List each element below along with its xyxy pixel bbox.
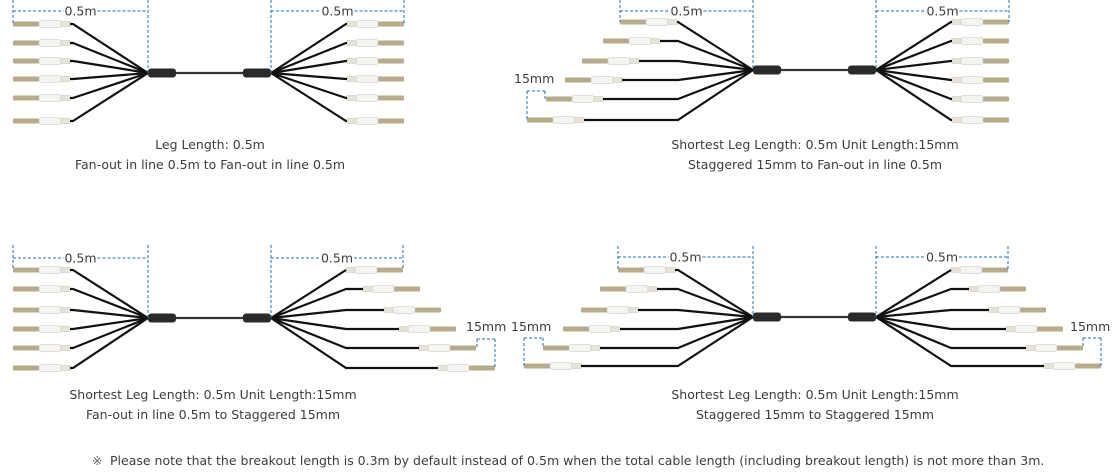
- dimension-0-5m: 0.5m: [617, 246, 754, 317]
- diagram-4-caption: Shortest Leg Length: 0.5m Unit Length:15…: [671, 385, 958, 425]
- lc-connector: [950, 266, 1008, 274]
- diagram-2-caption: Shortest Leg Length: 0.5m Unit Length:15…: [671, 135, 958, 175]
- lc-connector: [546, 95, 604, 103]
- lc-connector: [563, 325, 621, 333]
- diagram-2-caption-line2: Staggered 15mm to Fan-out in line 0.5m: [687, 157, 943, 172]
- lc-connector: [346, 57, 404, 65]
- dimension-15mm: 15mm: [511, 319, 551, 366]
- lc-connector: [543, 344, 601, 352]
- lc-connector: [951, 18, 1009, 26]
- lc-connector: [951, 37, 1009, 45]
- lc-connector: [951, 116, 1009, 124]
- breakout-boot-left: [148, 313, 176, 323]
- dimension-0-5m: 0.5m: [270, 0, 405, 73]
- lc-connector: [988, 306, 1046, 314]
- svg-text:0.5m: 0.5m: [321, 4, 353, 19]
- breakout-boot-left: [148, 68, 176, 78]
- svg-text:0.5m: 0.5m: [64, 4, 96, 19]
- svg-text:15mm: 15mm: [466, 319, 506, 334]
- lc-connector: [345, 266, 403, 274]
- lc-connector: [362, 285, 420, 293]
- lc-connector: [13, 285, 71, 293]
- lc-connector: [13, 266, 71, 274]
- lc-connector: [13, 117, 71, 125]
- diagram-1-caption: Leg Length: 0.5m Fan-out in line 0.5m to…: [75, 135, 345, 175]
- lc-connector: [951, 76, 1009, 84]
- lc-connector: [346, 117, 404, 125]
- lc-connector: [600, 285, 658, 293]
- lc-connector: [13, 75, 71, 83]
- breakout-boot-left: [753, 312, 781, 322]
- lc-connector: [398, 325, 456, 333]
- dimension-0-5m: 0.5m: [875, 0, 1010, 70]
- lc-connector: [524, 362, 582, 370]
- svg-text:0.5m: 0.5m: [64, 251, 96, 266]
- diagram-3-caption-line2: Fan-out in line 0.5m to Staggered 15mm: [85, 407, 341, 422]
- diagram-3-caption: Shortest Leg Length: 0.5m Unit Length:15…: [69, 385, 356, 425]
- lc-connector: [581, 306, 639, 314]
- svg-text:0.5m: 0.5m: [926, 250, 958, 265]
- footnote-text: Please note that the breakout length is …: [110, 453, 1045, 468]
- diagram-1-caption-line1: Leg Length: 0.5m: [155, 137, 265, 152]
- lc-connector: [527, 116, 585, 124]
- lc-connector: [620, 18, 678, 26]
- diagram-4-caption-line1: Shortest Leg Length: 0.5m Unit Length:15…: [671, 387, 959, 402]
- diagram-fanout-to-fanout: 0.5m 0.5m: [12, 0, 405, 125]
- breakout-boot-right: [243, 313, 271, 323]
- dimension-0-5m: 0.5m: [270, 245, 404, 318]
- svg-text:15mm: 15mm: [511, 319, 551, 334]
- lc-connector: [1005, 325, 1063, 333]
- svg-text:0.5m: 0.5m: [321, 251, 353, 266]
- lc-connector: [13, 306, 71, 314]
- diagram-staggered-to-fanout: 0.5m 0.5m 15mm: [514, 0, 1010, 124]
- lc-connector: [383, 306, 441, 314]
- diagram-staggered-to-staggered: 0.5m 0.5m 15mm 15mm: [511, 246, 1110, 370]
- dimension-0-5m: 0.5m: [12, 0, 149, 73]
- lc-connector: [565, 76, 623, 84]
- lc-connector: [618, 266, 676, 274]
- lc-connector: [968, 285, 1026, 293]
- breakout-boot-left: [753, 65, 781, 75]
- lc-connector: [346, 39, 404, 47]
- diagram-3-caption-line1: Shortest Leg Length: 0.5m Unit Length:15…: [69, 387, 357, 402]
- svg-text:0.5m: 0.5m: [669, 250, 701, 265]
- svg-text:0.5m: 0.5m: [670, 4, 702, 19]
- lc-connector: [346, 20, 404, 28]
- lc-connector: [13, 364, 71, 372]
- lc-connector: [13, 57, 71, 65]
- dimension-0-5m: 0.5m: [875, 246, 1009, 317]
- dimension-0-5m: 0.5m: [619, 0, 754, 70]
- lc-connector: [13, 325, 71, 333]
- lc-connector: [582, 57, 640, 65]
- lc-connector: [13, 39, 71, 47]
- lc-connector: [951, 57, 1009, 65]
- lc-connector: [437, 364, 495, 372]
- lc-connector: [1043, 362, 1101, 370]
- svg-text:15mm: 15mm: [514, 71, 554, 86]
- breakout-boot-right: [848, 312, 876, 322]
- lc-connector: [346, 75, 404, 83]
- svg-text:15mm: 15mm: [1070, 319, 1110, 334]
- dimension-15mm: 15mm: [514, 71, 554, 120]
- reference-mark-icon: ※: [92, 453, 103, 468]
- breakout-boot-right: [848, 65, 876, 75]
- lc-connector: [346, 94, 404, 102]
- lc-connector: [1025, 344, 1083, 352]
- lc-connector: [951, 95, 1009, 103]
- dimension-15mm: 15mm: [466, 319, 506, 368]
- diagram-2-caption-line1: Shortest Leg Length: 0.5m Unit Length:15…: [671, 137, 959, 152]
- diagram-1-caption-line2: Fan-out in line 0.5m to Fan-out in line …: [74, 157, 346, 172]
- lc-connector: [13, 94, 71, 102]
- diagram-4-caption-line2: Staggered 15mm to Staggered 15mm: [695, 407, 935, 422]
- breakout-boot-right: [243, 68, 271, 78]
- lc-connector: [13, 20, 71, 28]
- lc-connector: [13, 344, 71, 352]
- diagram-fanout-to-staggered: 0.5m 0.5m 15mm: [12, 245, 506, 372]
- svg-text:0.5m: 0.5m: [926, 4, 958, 19]
- dimension-15mm: 15mm: [1070, 319, 1110, 366]
- dimension-0-5m: 0.5m: [12, 245, 149, 318]
- lc-connector: [418, 344, 476, 352]
- lc-connector: [603, 37, 661, 45]
